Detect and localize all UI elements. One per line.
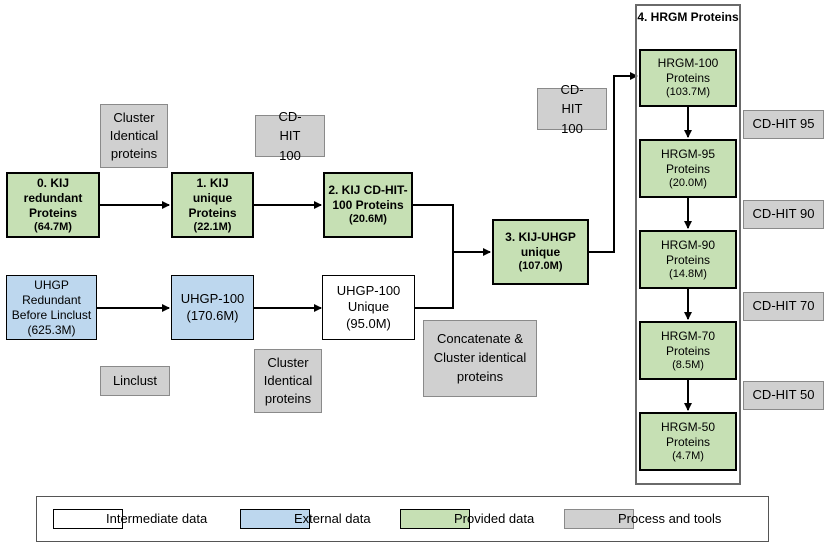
process-cluster-identical-top: Cluster Identical proteins <box>100 104 168 168</box>
node-title: HRGM-50 Proteins <box>660 419 715 449</box>
hrgm-proteins-group <box>635 4 741 485</box>
node-hrgm-100: HRGM-100 Proteins (103.7M) <box>639 49 737 107</box>
node-count: (20.6M) <box>349 213 387 226</box>
node-title: 3. KIJ-UHGP unique <box>505 230 576 260</box>
node-count: (103.7M) <box>665 86 711 99</box>
node-uhgp-100-unique: UHGP-100 Unique (95.0M) <box>322 275 415 340</box>
node-hrgm-70: HRGM-70 Proteins (8.5M) <box>639 321 737 380</box>
node-count: (4.7M) <box>672 449 704 462</box>
process-label: CD-HIT 100 <box>278 108 302 163</box>
node-hrgm-95: HRGM-95 Proteins (20.0M) <box>639 139 737 198</box>
node-hrgm-50: HRGM-50 Proteins (4.7M) <box>639 412 737 471</box>
node-hrgm-90: HRGM-90 Proteins (14.8M) <box>639 230 737 289</box>
node-kij-uhgp-unique: 3. KIJ-UHGP unique (107.0M) <box>492 219 589 285</box>
node-count: (625.3M) <box>27 322 76 337</box>
node-title: 2. KIJ CD-HIT-100 Proteins <box>328 183 408 213</box>
node-title: UHGP-100 <box>180 291 245 307</box>
node-title: HRGM-95 Proteins <box>660 146 715 176</box>
node-title: 1. KIJ unique Proteins <box>188 175 237 220</box>
legend <box>36 496 769 542</box>
process-cdhit-95: CD-HIT 95 <box>743 110 824 139</box>
process-cluster-identical-bottom: Cluster Identical proteins <box>254 349 322 413</box>
legend-label-provided: Provided data <box>454 511 535 526</box>
node-title: HRGM-70 Proteins <box>660 328 715 358</box>
node-title: UHGP-100 Unique <box>336 283 401 315</box>
node-title: HRGM-100 Proteins <box>657 56 719 86</box>
process-label: Cluster Identical proteins <box>109 109 159 162</box>
process-label: CD-HIT 90 <box>752 206 815 222</box>
node-count: (107.0M) <box>518 260 563 273</box>
process-cdhit-70: CD-HIT 70 <box>743 292 824 321</box>
node-count: (95.0M) <box>346 315 391 331</box>
arrow-kij-cdhit-to-merge <box>413 204 454 252</box>
process-label: CD-HIT 95 <box>752 116 815 132</box>
legend-label-external: External data <box>294 511 371 526</box>
node-title: UHGP Redundant Before Linclust <box>11 277 92 322</box>
node-kij-cdhit100: 2. KIJ CD-HIT-100 Proteins (20.6M) <box>323 172 413 238</box>
node-count: (170.6M) <box>186 307 239 323</box>
process-concatenate-cluster: Concatenate & Cluster identical proteins <box>423 320 537 397</box>
process-cdhit-50: CD-HIT 50 <box>743 381 824 410</box>
legend-swatch-process <box>564 509 634 529</box>
process-cdhit-100-right: CD-HIT 100 <box>537 82 607 136</box>
legend-swatch-external <box>240 509 310 529</box>
process-label: Linclust <box>112 372 158 388</box>
process-linclust: Linclust <box>100 366 170 396</box>
node-kij-unique: 1. KIJ unique Proteins (22.1M) <box>171 172 254 238</box>
node-kij-redundant: 0. KIJ redundant Proteins (64.7M) <box>6 172 100 238</box>
process-cdhit-90: CD-HIT 90 <box>743 200 824 229</box>
node-title: HRGM-90 Proteins <box>660 237 715 267</box>
process-label: Concatenate & Cluster identical proteins <box>433 331 527 384</box>
process-label: Cluster Identical proteins <box>263 354 313 407</box>
node-uhgp-100: UHGP-100 (170.6M) <box>171 275 254 340</box>
arrow-uhgp-unique-to-merge <box>415 252 454 309</box>
process-label: CD-HIT 50 <box>752 387 815 403</box>
node-count: (22.1M) <box>193 220 232 233</box>
node-count: (14.8M) <box>669 267 707 280</box>
arrow-kij-uhgp-to-hrgm100 <box>589 72 638 253</box>
process-label: CD-HIT 70 <box>752 298 815 314</box>
node-uhgp-redundant: UHGP Redundant Before Linclust (625.3M) <box>6 275 97 340</box>
legend-swatch-intermediate <box>53 509 123 529</box>
legend-label-process: Process and tools <box>618 511 722 526</box>
node-count: (20.0M) <box>669 176 707 189</box>
process-cdhit-100-top: CD-HIT 100 <box>255 109 325 163</box>
legend-label-intermediate: Intermediate data <box>106 511 208 526</box>
legend-swatch-provided <box>400 509 470 529</box>
node-title: 0. KIJ redundant Proteins <box>23 175 83 220</box>
node-count: (64.7M) <box>34 220 72 233</box>
node-count: (8.5M) <box>672 358 704 371</box>
process-label: CD-HIT 100 <box>560 81 584 136</box>
hrgm-group-title: 4. HRGM Proteins <box>637 10 739 24</box>
